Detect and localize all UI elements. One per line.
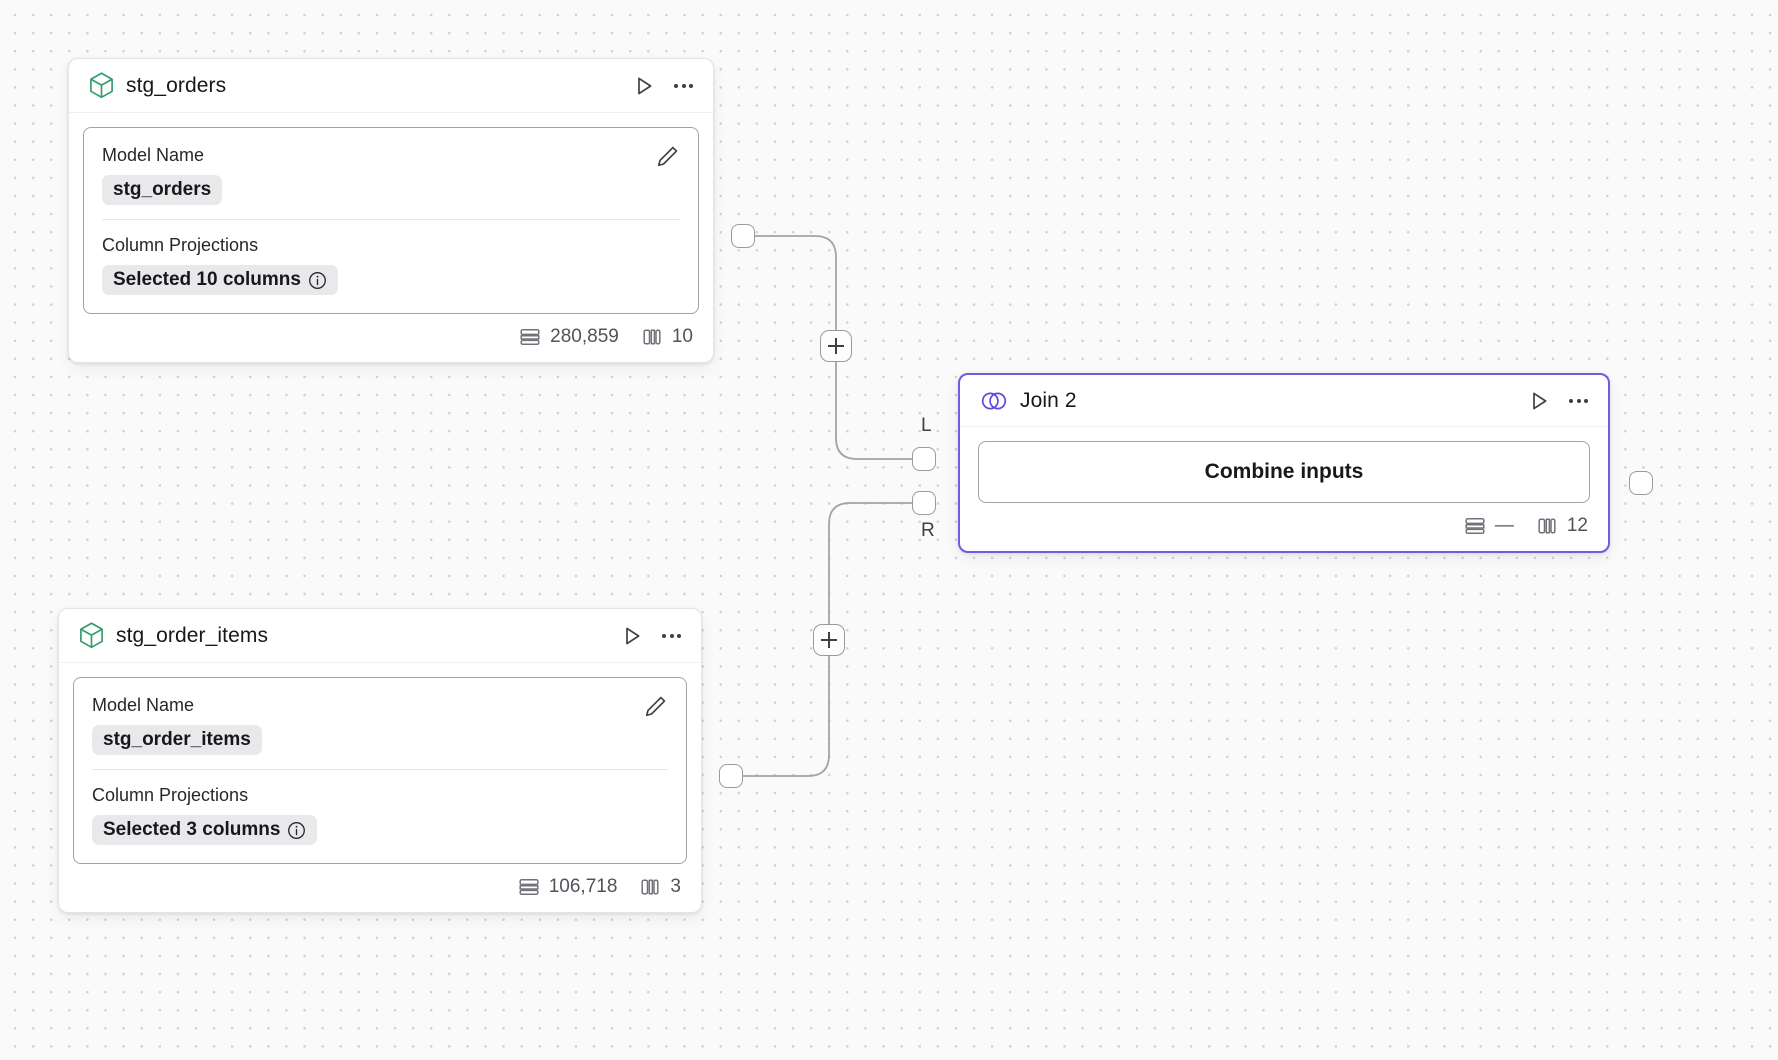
rows-value: — [1494, 515, 1514, 536]
field-value-column-projections[interactable]: Selected 10 columns [102, 265, 338, 295]
run-icon[interactable] [620, 624, 644, 648]
node-stg-order-items[interactable]: stg_order_items Model Name s [58, 608, 702, 913]
rows-value: 106,718 [548, 876, 618, 897]
more-options-icon[interactable] [1567, 393, 1590, 409]
rows-stat: 280,859 [519, 326, 619, 348]
rows-icon [1464, 515, 1486, 537]
rows-stat: 106,718 [518, 876, 618, 898]
field-label-column-projections: Column Projections [102, 235, 259, 255]
rows-icon [519, 326, 541, 348]
more-options-icon[interactable] [660, 628, 683, 644]
input-port-label-left: L [921, 415, 932, 436]
columns-stat: 3 [639, 876, 681, 898]
columns-icon [639, 876, 661, 898]
field-divider [102, 219, 680, 220]
model-cube-icon [79, 622, 104, 649]
input-port-label-right: R [921, 520, 935, 541]
node-title: stg_order_items [116, 623, 269, 647]
field-value-model-name[interactable]: stg_order_items [92, 725, 262, 755]
output-port-stg-order-items[interactable] [719, 764, 743, 788]
node-footer: 280,859 10 [69, 314, 713, 362]
output-port-stg-orders[interactable] [731, 224, 755, 248]
columns-value: 12 [1566, 515, 1588, 536]
node-title: Join 2 [1020, 388, 1077, 412]
columns-stat: 12 [1536, 515, 1588, 537]
join-venn-icon [980, 390, 1008, 412]
rows-value: 280,859 [550, 326, 619, 347]
node-footer: 106,718 3 [59, 864, 701, 912]
config-box: Model Name stg_order_items Column Projec… [73, 677, 687, 864]
columns-icon [1536, 515, 1558, 537]
edit-pencil-icon[interactable] [655, 144, 680, 169]
node-title: stg_orders [126, 73, 227, 97]
combine-inputs-button[interactable]: Combine inputs [978, 441, 1590, 503]
field-label-model-name: Model Name [92, 695, 195, 715]
add-node-button-lower[interactable] [813, 624, 845, 656]
info-icon[interactable] [308, 271, 327, 290]
more-options-icon[interactable] [672, 78, 695, 94]
node-header: stg_order_items [59, 609, 701, 663]
run-icon[interactable] [1527, 389, 1551, 413]
field-value-column-projections[interactable]: Selected 3 columns [92, 815, 318, 845]
add-node-button-upper[interactable] [820, 330, 852, 362]
node-body: Model Name stg_order_items Column Projec… [59, 663, 701, 864]
columns-value: 3 [670, 876, 681, 897]
run-icon[interactable] [632, 74, 656, 98]
rows-stat: — [1464, 515, 1514, 537]
field-value-model-name[interactable]: stg_orders [102, 175, 223, 205]
info-icon[interactable] [287, 821, 306, 840]
node-body: Model Name stg_orders Column Projections [69, 113, 713, 314]
rows-icon [518, 876, 540, 898]
node-body: Combine inputs [960, 427, 1608, 503]
edit-pencil-icon[interactable] [643, 694, 668, 719]
columns-stat: 10 [641, 326, 693, 348]
node-join-2[interactable]: Join 2 Combine inputs [958, 373, 1610, 553]
output-port-join-2[interactable] [1629, 471, 1653, 495]
node-footer: — 12 [960, 503, 1608, 551]
input-port-join-left[interactable] [912, 447, 936, 471]
model-cube-icon [89, 72, 114, 99]
node-stg-orders[interactable]: stg_orders Model Name stg_or [68, 58, 714, 363]
field-label-column-projections: Column Projections [92, 785, 249, 805]
field-divider [92, 769, 668, 770]
columns-value: 10 [671, 326, 693, 347]
config-box: Model Name stg_orders Column Projections [83, 127, 699, 314]
columns-icon [641, 326, 663, 348]
node-header: Join 2 [960, 375, 1608, 427]
field-label-model-name: Model Name [102, 145, 205, 165]
node-header: stg_orders [69, 59, 713, 113]
input-port-join-right[interactable] [912, 491, 936, 515]
